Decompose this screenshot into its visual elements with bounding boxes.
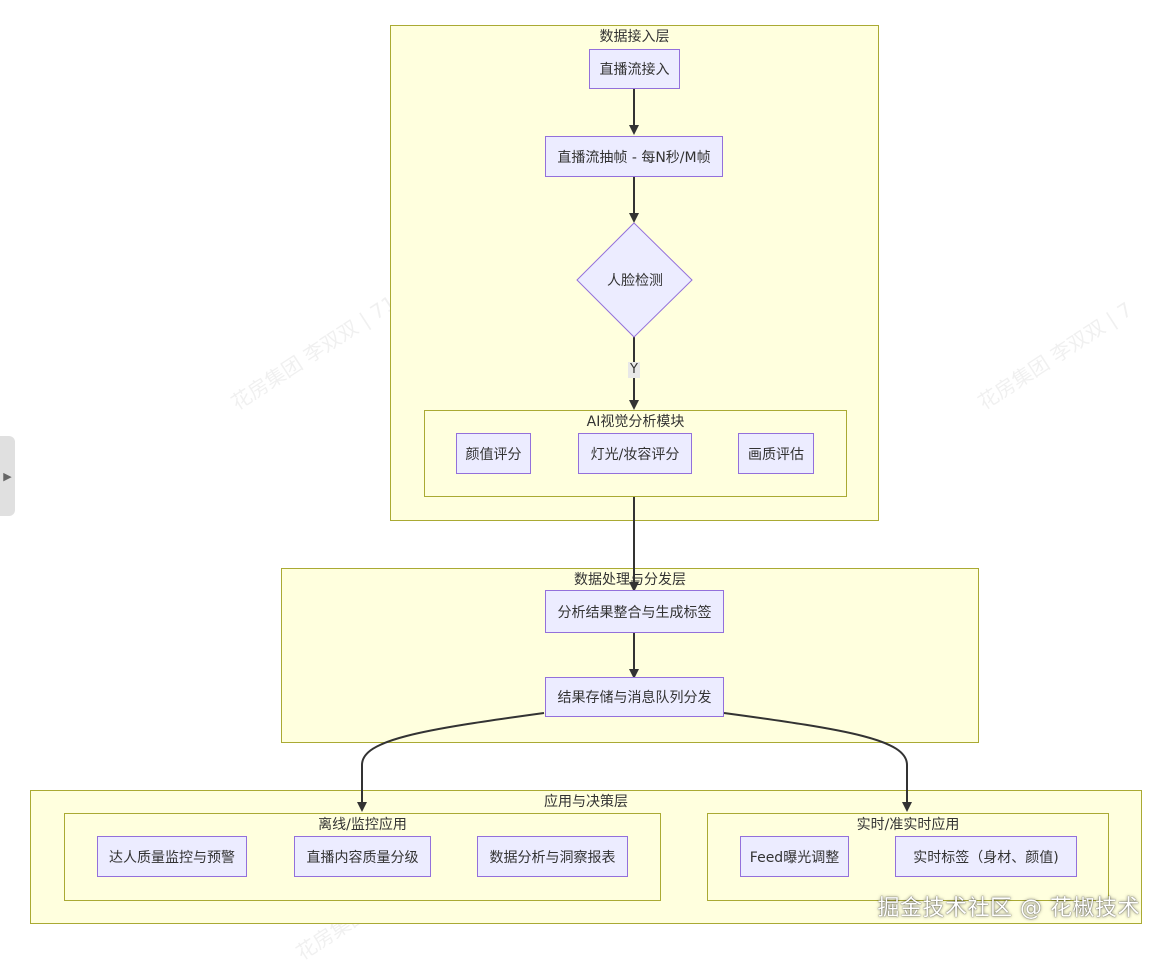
node-talent-monitor[interactable]: 达人质量监控与预警 bbox=[97, 836, 247, 877]
chevron-right-icon: ▶ bbox=[3, 469, 12, 483]
node-light-makeup-score[interactable]: 灯光/妆容评分 bbox=[578, 433, 692, 474]
edge-label-yes: Y bbox=[628, 362, 640, 378]
node-merge-tags[interactable]: 分析结果整合与生成标签 bbox=[545, 590, 724, 633]
node-content-grading[interactable]: 直播内容质量分级 bbox=[294, 836, 431, 877]
node-stream-ingest[interactable]: 直播流接入 bbox=[589, 49, 680, 89]
edge-store-to-realtime bbox=[723, 712, 912, 812]
node-frame-extract[interactable]: 直播流抽帧 - 每N秒/M帧 bbox=[545, 136, 723, 177]
node-realtime-tags[interactable]: 实时标签（身材、颜值) bbox=[895, 836, 1077, 877]
edges bbox=[357, 89, 912, 812]
layer-title: 数据接入层 bbox=[599, 29, 670, 45]
group-title: 离线/监控应用 bbox=[318, 817, 407, 833]
module-title: AI视觉分析模块 bbox=[586, 414, 685, 430]
node-face-detect[interactable]: 人脸检测 bbox=[607, 273, 663, 289]
node-data-report[interactable]: 数据分析与洞察报表 bbox=[477, 836, 628, 877]
node-feed-exposure[interactable]: Feed曝光调整 bbox=[740, 836, 849, 877]
node-store-dispatch[interactable]: 结果存储与消息队列分发 bbox=[545, 677, 724, 717]
layer-title: 数据处理与分发层 bbox=[574, 572, 686, 588]
side-expand-tab[interactable]: ▶ bbox=[0, 436, 15, 516]
node-image-quality[interactable]: 画质评估 bbox=[738, 433, 814, 474]
decision-diamond-face-detect bbox=[576, 222, 693, 338]
group-title: 实时/准实时应用 bbox=[856, 817, 960, 833]
node-face-score[interactable]: 颜值评分 bbox=[456, 433, 531, 474]
layer-title: 应用与决策层 bbox=[544, 794, 628, 810]
edge-store-to-offline bbox=[357, 712, 545, 812]
brand-watermark: 掘金技术社区 @ 花椒技术 bbox=[877, 896, 1140, 921]
